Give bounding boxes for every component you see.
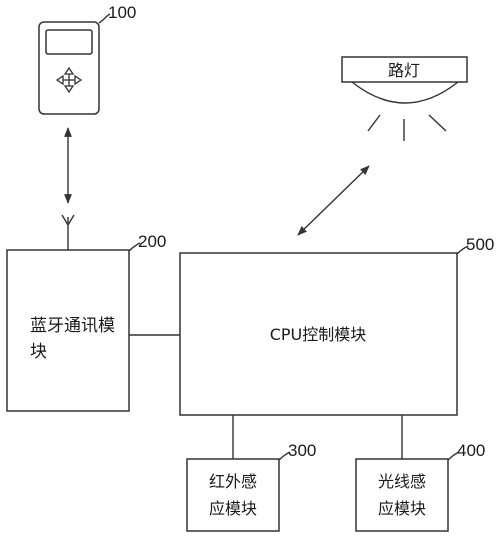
ref-100-leader (98, 13, 111, 24)
street-lamp-label: 路灯 (388, 61, 420, 80)
cpu-module-box (179, 252, 458, 416)
remote-screen (45, 29, 93, 55)
bluetooth-module-box (6, 249, 130, 412)
bluetooth-module-label-line1: 蓝牙通讯模 (30, 316, 115, 336)
ref-500-leader (456, 245, 469, 255)
street-lamp-housing (341, 56, 468, 83)
remote-control-device (38, 21, 100, 115)
light-module-label-line2: 应模块 (378, 499, 426, 518)
bluetooth-module-label-line2: 块 (30, 342, 47, 362)
ref-200-leader (128, 242, 141, 252)
infrared-module-label-line2: 应模块 (209, 499, 257, 518)
ref-400-label: 400 (457, 441, 485, 460)
ref-300-label: 300 (288, 441, 316, 460)
light-rays-icon (367, 114, 447, 141)
ref-300-leader (278, 451, 291, 461)
cpu-lamp-link-arrow (297, 165, 370, 236)
directional-pad-icon (55, 66, 83, 94)
ref-400-leader (447, 451, 460, 461)
infrared-module-box (186, 458, 280, 532)
ref-500-label: 500 (466, 235, 494, 254)
light-module-box (355, 458, 449, 532)
cpu-module-label: CPU控制模块 (270, 325, 367, 344)
light-module-label-line1: 光线感 (378, 472, 426, 491)
street-lamp-shade (351, 81, 459, 104)
infrared-module-label-line1: 红外感 (209, 472, 257, 491)
ref-200-label: 200 (138, 232, 166, 251)
ref-100-label: 100 (108, 3, 136, 22)
street-lamp: 路灯 (341, 56, 468, 141)
antenna-icon (61, 214, 75, 250)
